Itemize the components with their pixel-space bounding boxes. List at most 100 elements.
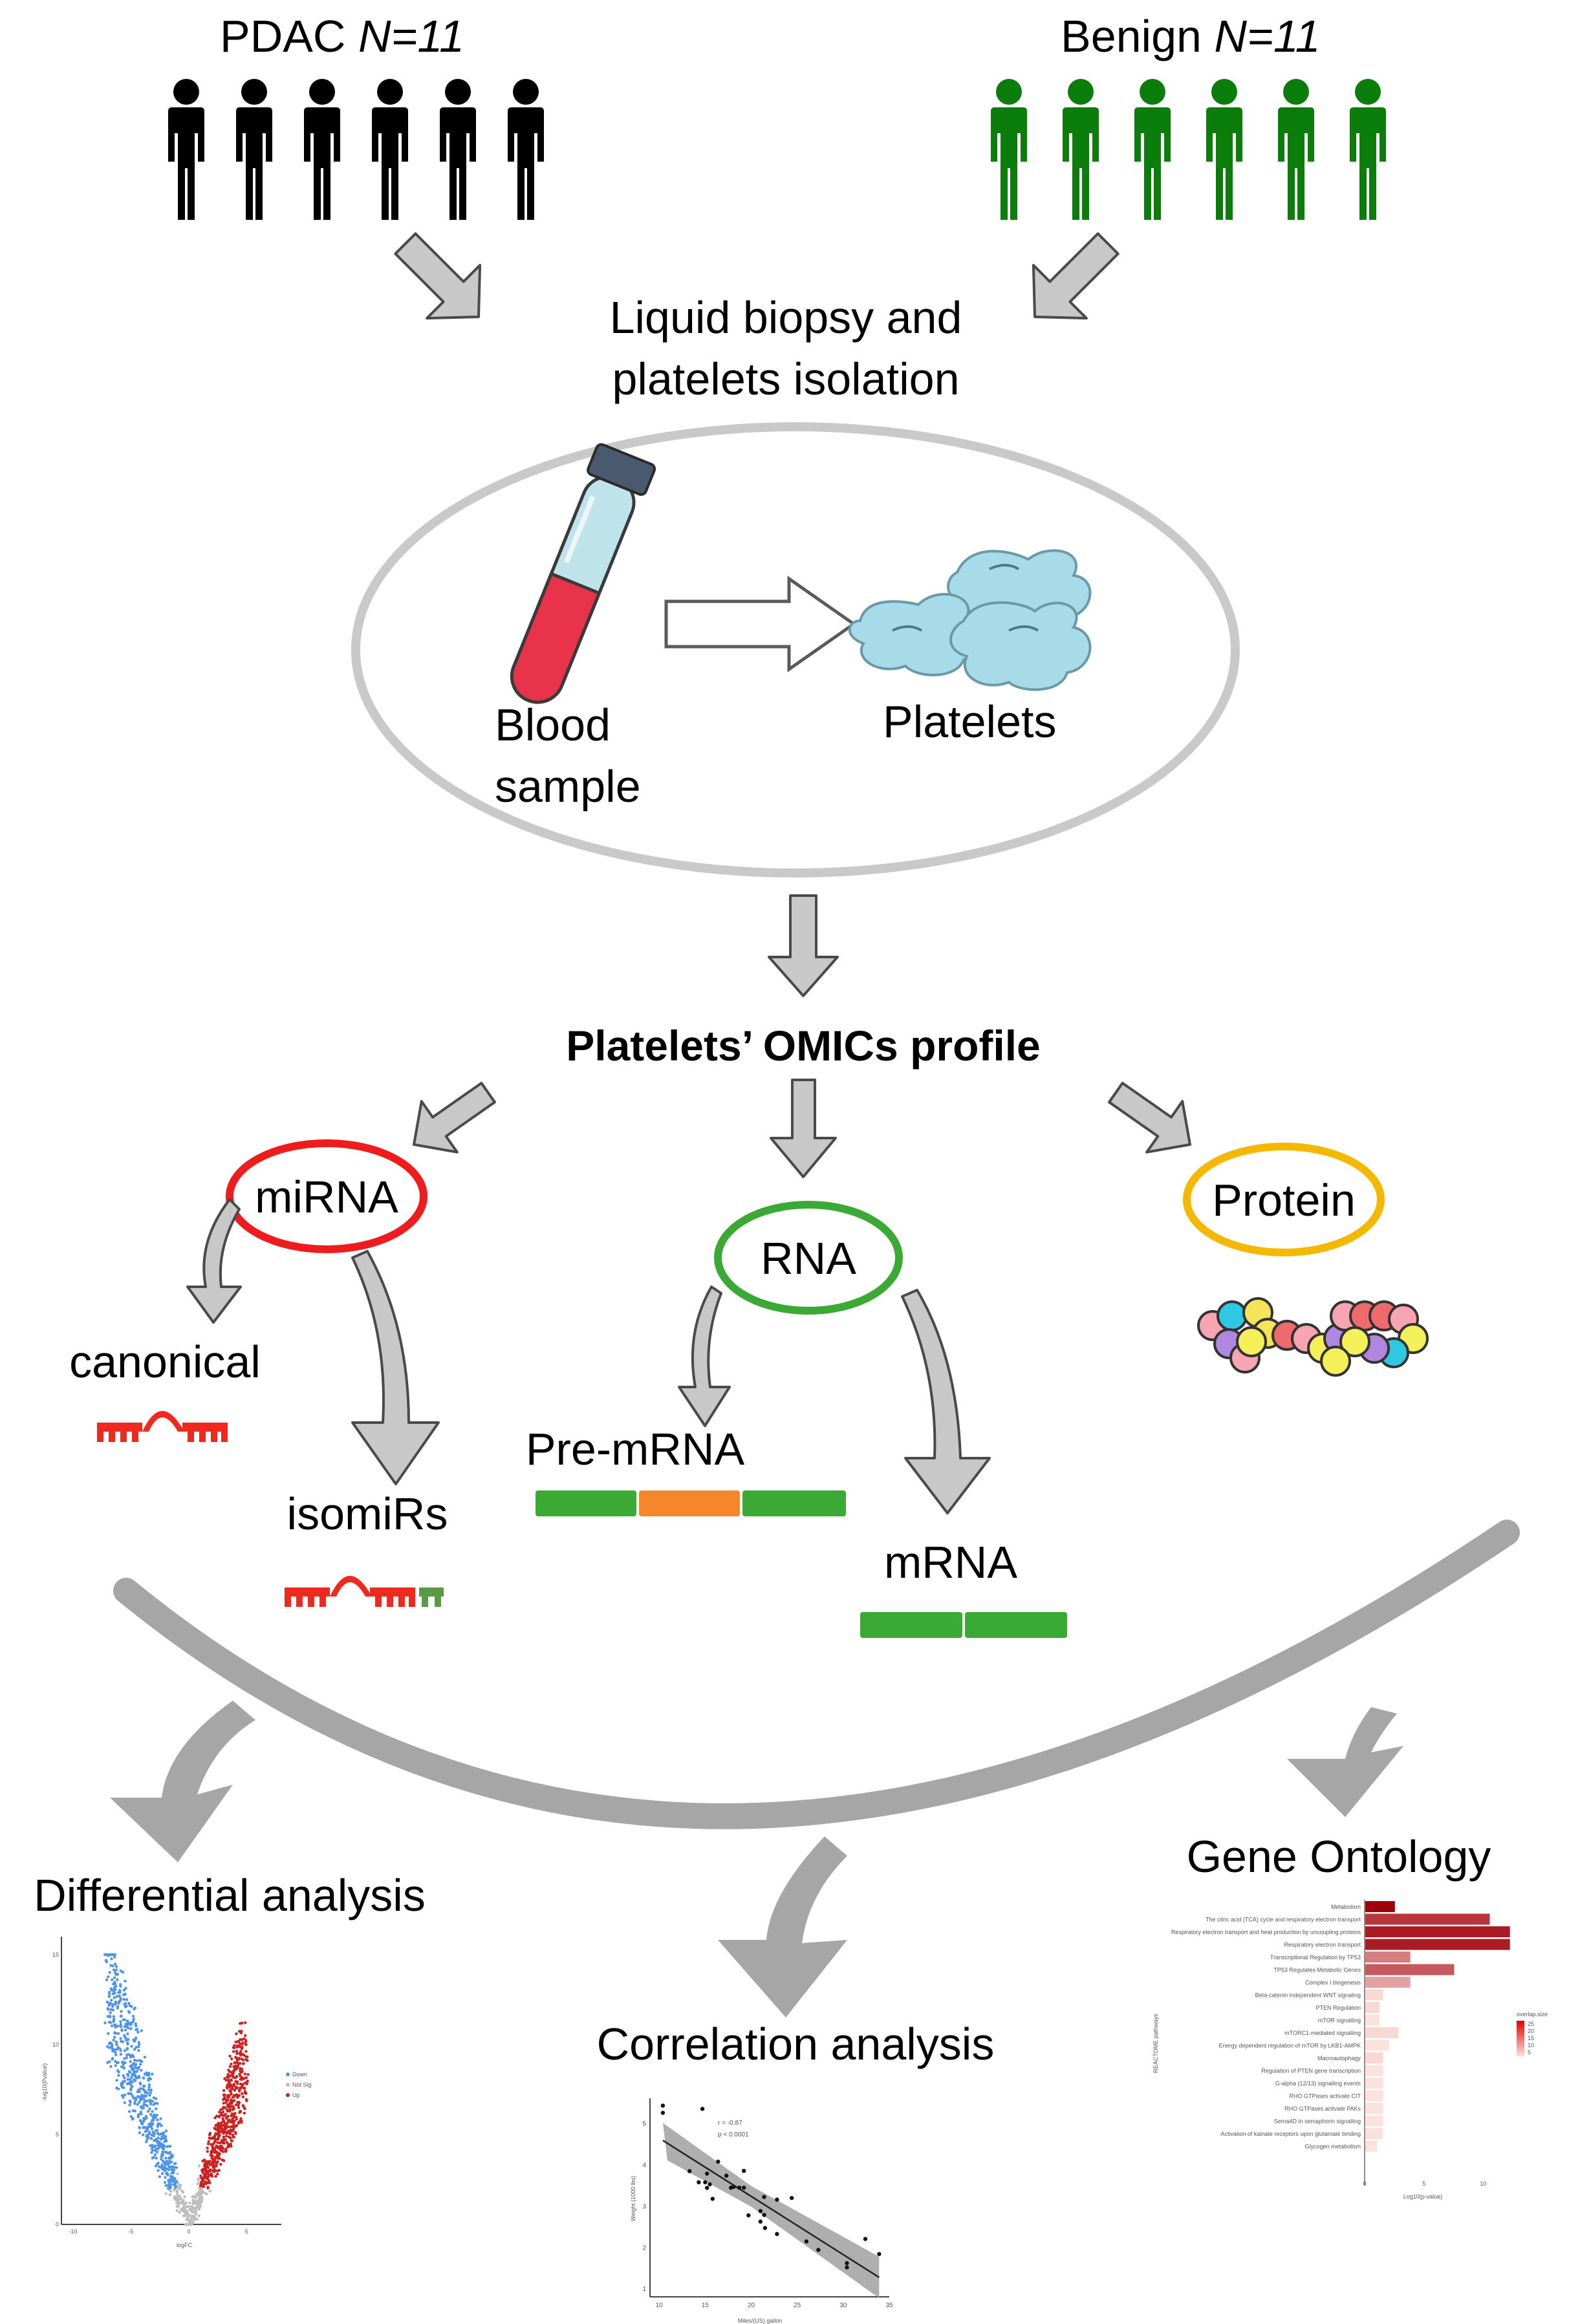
volcano-point [235,2094,238,2097]
volcano-point [123,1992,126,1996]
volcano-point [245,2058,248,2062]
protein-label: Protein [1212,1175,1356,1225]
volcano-point [138,2126,141,2129]
arrow-pdac-to-biopsy-icon [394,232,482,320]
volcano-point [107,1990,111,1994]
volcano-point [225,2141,229,2144]
volcano-point [140,2096,144,2099]
volcano-point [235,2032,238,2036]
volcano-point [208,2136,211,2140]
volcano-point [130,2076,133,2079]
volcano-point [234,2080,237,2083]
volcano-point [152,2134,155,2138]
volcano-point [147,2085,151,2089]
volcano-point [135,2059,138,2062]
volcano-point [113,2036,116,2039]
corr-r-text: r = -0.87 [718,2120,742,2127]
volcano-point [199,2174,202,2178]
volcano-point [151,2100,154,2103]
volcano-point [157,2136,160,2140]
volcano-point [222,2130,225,2133]
volcano-point [188,2201,191,2205]
volcano-point [112,2020,115,2023]
volcano-point [206,2146,209,2149]
volcano-point [108,1953,112,1956]
volcano-point [241,2070,244,2074]
protein-beads-icon [1197,1297,1429,1377]
volcano-point [237,2040,241,2043]
go-bar [1365,1901,1395,1912]
volcano-point [132,2096,135,2100]
volcano-point [245,2082,249,2085]
volcano-point [235,2050,239,2053]
volcano-point [134,2079,137,2083]
volcano-point [234,2085,238,2089]
volcano-point [125,2082,129,2085]
volcano-point [234,2056,237,2059]
volcano-point [202,2177,205,2180]
volcano-point [227,2131,231,2135]
volcano-point [142,2106,146,2109]
volcano-point [154,2164,158,2168]
volcano-point [233,2131,237,2134]
volcano-point [153,2145,157,2149]
person-icon [168,79,204,220]
volcano-point [140,2112,143,2116]
volcano-point [143,2100,146,2103]
volcano-point [138,2101,141,2104]
volcano-point [105,2045,109,2049]
corr-point [775,2232,779,2236]
corr-point [758,2209,763,2213]
volcano-point [241,2095,245,2098]
volcano-point [184,2210,188,2214]
volcano-point [118,1990,122,1994]
go-bar [1365,1913,1490,1925]
volcano-point [124,1986,127,1990]
volcano-point [120,2094,124,2097]
volcano-legend-label: Up [292,2092,300,2098]
volcano-point [194,2196,197,2199]
volcano-point [125,2019,129,2023]
volcano-point [149,2113,153,2116]
volcano-point [111,2008,115,2012]
corr-confidence-band [662,2123,880,2298]
volcano-point [138,2131,142,2135]
volcano-point [139,2082,142,2086]
volcano-point [208,2160,211,2163]
volcano-point [135,2028,138,2032]
volcano-point [200,2196,204,2199]
volcano-point [155,2157,158,2160]
corr-point [804,2239,809,2244]
volcano-point [209,2172,213,2176]
volcano-point [168,2186,171,2190]
go-bar [1365,2103,1383,2114]
go-category-label: Respiratory electron transport and heat … [1171,1929,1361,1935]
volcano-point [171,2169,175,2173]
volcano-point [114,2053,118,2057]
arrow-to-differential-icon [110,1701,255,1862]
volcano-point [175,2196,178,2200]
integration-curve [113,1520,1520,1829]
platelets-icon [848,549,1092,691]
go-category-label: The citric acid (TCA) cycle and respirat… [1206,1917,1361,1923]
volcano-point [151,2119,155,2122]
volcano-point [139,2063,142,2066]
volcano-point [224,2138,227,2142]
volcano-point [237,2030,241,2033]
go-bar [1365,2065,1383,2076]
volcano-point [204,2174,207,2177]
volcano-point [181,2199,184,2203]
volcano-point [153,2102,157,2105]
volcano-point [228,2105,231,2108]
volcano-point [206,2165,210,2168]
volcano-point [226,2122,229,2125]
volcano-point [105,1978,109,1981]
go-category-label: RHO GTPases activate PAKs [1284,2105,1361,2112]
volcano-point [218,2141,222,2145]
volcano-point [168,2151,171,2155]
rna-label: RNA [761,1233,856,1284]
volcano-point [121,2082,124,2085]
volcano-point [244,2043,248,2047]
volcano-point [202,2185,206,2188]
volcano-point [155,2097,158,2100]
